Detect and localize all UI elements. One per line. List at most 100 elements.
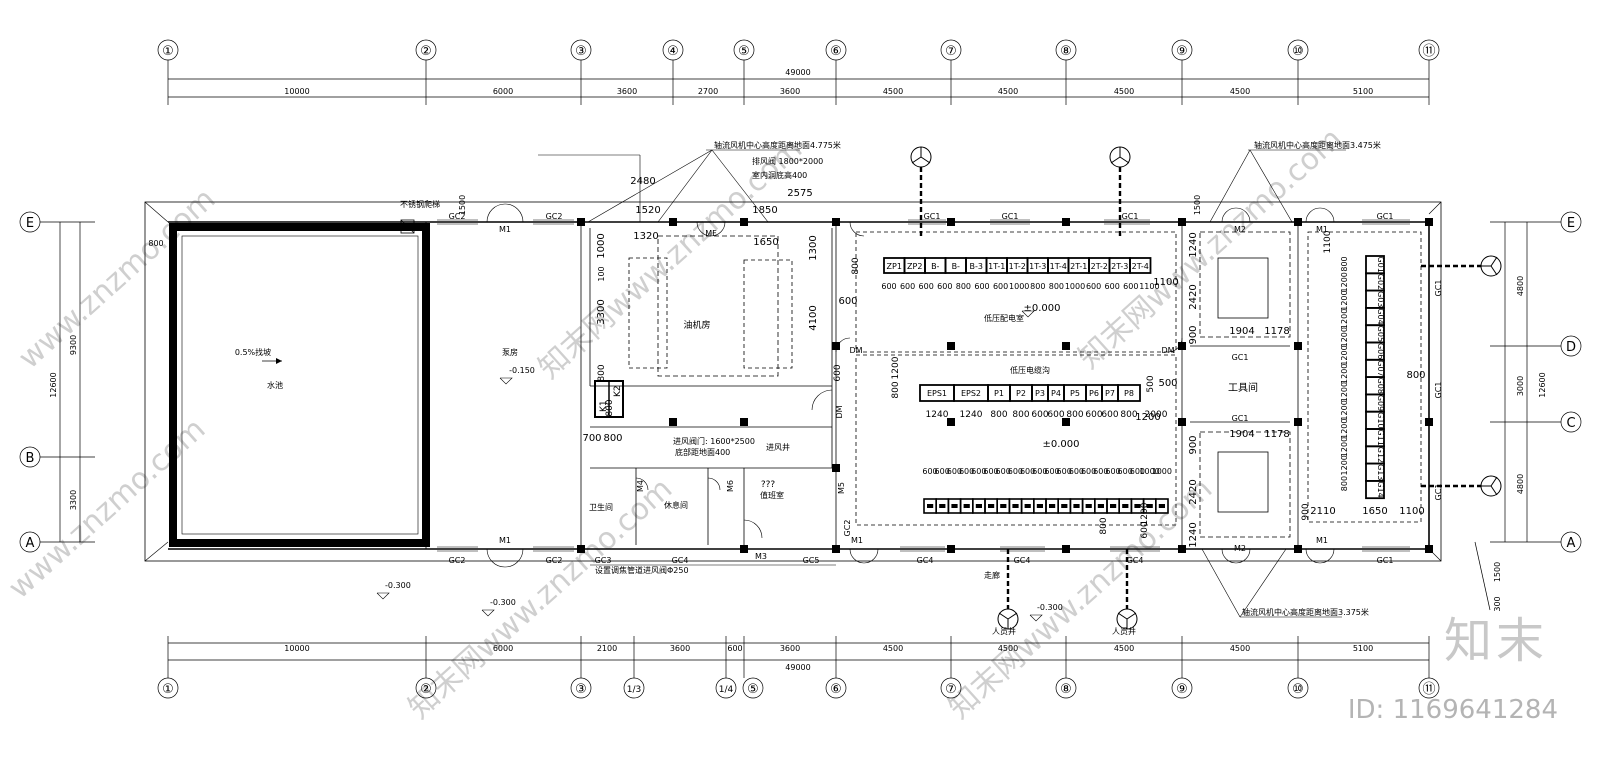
annotations: 不锈钢爬梯 轴流风机中心高度距离地面4.775米 排风阀 1800*2000 室… bbox=[376, 140, 1381, 636]
lower-cabinet-mark bbox=[1000, 504, 1007, 508]
g-panel-label: G14 bbox=[1376, 481, 1385, 497]
lower-level: ±0.000 bbox=[1042, 439, 1079, 450]
window-label: GC2 bbox=[449, 556, 466, 565]
g-panel-width: 1200 bbox=[1340, 327, 1349, 347]
door-label: M4 bbox=[636, 480, 645, 492]
lv-panel-label: 2T-1 bbox=[1070, 262, 1087, 271]
room-dim: 600 bbox=[833, 364, 843, 381]
room-dim: 500 bbox=[1158, 378, 1177, 389]
room-dim: 1200 bbox=[891, 356, 901, 379]
dim-right-extra: 1500 bbox=[1493, 562, 1502, 582]
dim-bottom: 3600 bbox=[780, 644, 800, 653]
room-dim: 500 bbox=[1146, 375, 1156, 392]
axis-label-9: ⑨ bbox=[1176, 44, 1188, 59]
lower-cabinet-width: 600 bbox=[1057, 467, 1072, 476]
lower-cabinet-mark bbox=[1036, 504, 1043, 508]
room-dim: 700 bbox=[582, 433, 601, 444]
tool-room-label: 工具间 bbox=[1228, 381, 1258, 394]
room-dimensions: 2480 1520 1320 1000 3300 100 1850 1650 4… bbox=[582, 176, 1425, 548]
human-well-label: 人员井 bbox=[1112, 626, 1136, 636]
lv-panel-width: 600 bbox=[900, 282, 915, 291]
lv-panel-width: 1000 bbox=[1009, 282, 1029, 291]
window-label: GC2 bbox=[546, 212, 563, 221]
axis-label-3-bottom: ③ bbox=[575, 682, 587, 697]
lower-cabinet-width: 1000 bbox=[1152, 467, 1172, 476]
g-panel-width: 1200 bbox=[1340, 290, 1349, 310]
lv-panel-width: 600 bbox=[937, 282, 952, 291]
lv-panel-label: 2T-4 bbox=[1132, 262, 1149, 271]
axis-label-B-left: B bbox=[26, 451, 35, 466]
g-panel-label: G10 bbox=[1376, 412, 1385, 428]
axis-label-5: ⑤ bbox=[738, 44, 750, 59]
dim-bottom: 4500 bbox=[998, 644, 1018, 653]
axis-labels: ① ② ③ ④ ⑤ ⑥ ⑦ ⑧ ⑨ ⑩ ⑪ ① ② ③ 1/3 1/4 ⑤ ⑥ … bbox=[26, 44, 1576, 697]
vent-note: 设置调焦管道进风阀Φ250 bbox=[595, 565, 689, 575]
room-dim: 1178 bbox=[1264, 326, 1289, 337]
watermark-text: www.znzmo.com bbox=[12, 182, 222, 376]
axis-label-1-3-bottom: 1/3 bbox=[627, 685, 641, 695]
eps-panel-width: 600 bbox=[1085, 410, 1102, 420]
axis-label-6: ⑥ bbox=[830, 44, 842, 59]
lower-cabinet-width: 600 bbox=[1044, 467, 1059, 476]
door-label: M1 bbox=[499, 225, 511, 234]
room-dim: 1200 bbox=[1140, 502, 1150, 525]
exhaust-size-note: 排风阀 1800*2000 bbox=[752, 156, 823, 166]
dim-bottom: 4500 bbox=[1114, 644, 1134, 653]
axis-label-8-bottom: ⑧ bbox=[1060, 682, 1072, 697]
window-label: GC4 bbox=[1014, 556, 1031, 565]
g-panel-label: G09 bbox=[1376, 395, 1385, 411]
door-label: DM bbox=[1161, 346, 1174, 355]
door-label: M1 bbox=[499, 536, 511, 545]
g-panel-label: G06 bbox=[1376, 343, 1385, 359]
eps-panel-width: 1240 bbox=[926, 410, 949, 420]
lower-cabinet-width: 600 bbox=[996, 467, 1011, 476]
room-dim: 1300 bbox=[808, 235, 819, 260]
lv-panel-width: 1100 bbox=[1139, 282, 1159, 291]
lower-cabinet-width: 600 bbox=[1008, 467, 1023, 476]
k-cabinet-label: K1 bbox=[599, 400, 609, 412]
eps-panel-width: 800 bbox=[1012, 410, 1029, 420]
axis-label-A-right: A bbox=[1567, 536, 1576, 551]
g-panel-width: 1200 bbox=[1340, 400, 1349, 420]
room-dim: 3300 bbox=[596, 299, 607, 324]
fan-icon bbox=[910, 146, 932, 168]
lower-cabinet-mark bbox=[939, 504, 946, 508]
dimension-text: 49000 10000 6000 3600 2700 3600 4500 450… bbox=[49, 68, 1547, 672]
lower-cabinet-mark bbox=[988, 504, 995, 508]
lv-panel-label: B- bbox=[952, 262, 960, 271]
axis-label-1: ① bbox=[162, 44, 174, 59]
room-dim: 4100 bbox=[808, 305, 819, 330]
rest-room-label: 休息间 bbox=[664, 500, 688, 510]
water-pool bbox=[169, 219, 430, 547]
dim-top: 4500 bbox=[998, 87, 1018, 96]
axis-label-3: ③ bbox=[575, 44, 587, 59]
dim-bottom: 6000 bbox=[493, 644, 513, 653]
dim-left: 9300 bbox=[69, 335, 78, 355]
lv-room-label: 低压配电室 bbox=[984, 313, 1024, 323]
lower-cabinet-width: 1000 bbox=[1139, 467, 1159, 476]
axis-label-4: ④ bbox=[667, 44, 679, 59]
eps-panel-label: P4 bbox=[1051, 389, 1061, 398]
unknown-room-label: ??? bbox=[761, 480, 776, 490]
room-dim: 1520 bbox=[635, 205, 660, 216]
dim-top: 6000 bbox=[493, 87, 513, 96]
lv-panel-label: 2T-3 bbox=[1111, 262, 1128, 271]
intake-bottom-note: 底部距地面400 bbox=[675, 447, 730, 457]
window-label: GC1 bbox=[1377, 212, 1394, 221]
g-panel-label: G11 bbox=[1376, 429, 1385, 445]
dim-bottom: 4500 bbox=[1230, 644, 1250, 653]
lv-panel-width: 800 bbox=[1030, 282, 1045, 291]
room-dim: 2420 bbox=[1188, 284, 1199, 309]
window-label: GC4 bbox=[917, 556, 934, 565]
lv-panel-label: 1T-4 bbox=[1050, 262, 1067, 271]
door-label: M2 bbox=[1234, 544, 1246, 553]
dim-left-total: 12600 bbox=[49, 372, 58, 397]
room-dim: 1650 bbox=[753, 237, 778, 248]
pool-label: 水池 bbox=[267, 380, 283, 390]
g-panel-width: 1200 bbox=[1340, 382, 1349, 402]
window-label: GC2 bbox=[546, 556, 563, 565]
window-label: GC1 bbox=[1434, 280, 1443, 297]
cable-trench-label: 低压电缆沟 bbox=[1010, 365, 1050, 375]
axis-label-8: ⑧ bbox=[1060, 44, 1072, 59]
intake-valve-note: 进风阀门: 1600*2500 bbox=[673, 436, 755, 446]
